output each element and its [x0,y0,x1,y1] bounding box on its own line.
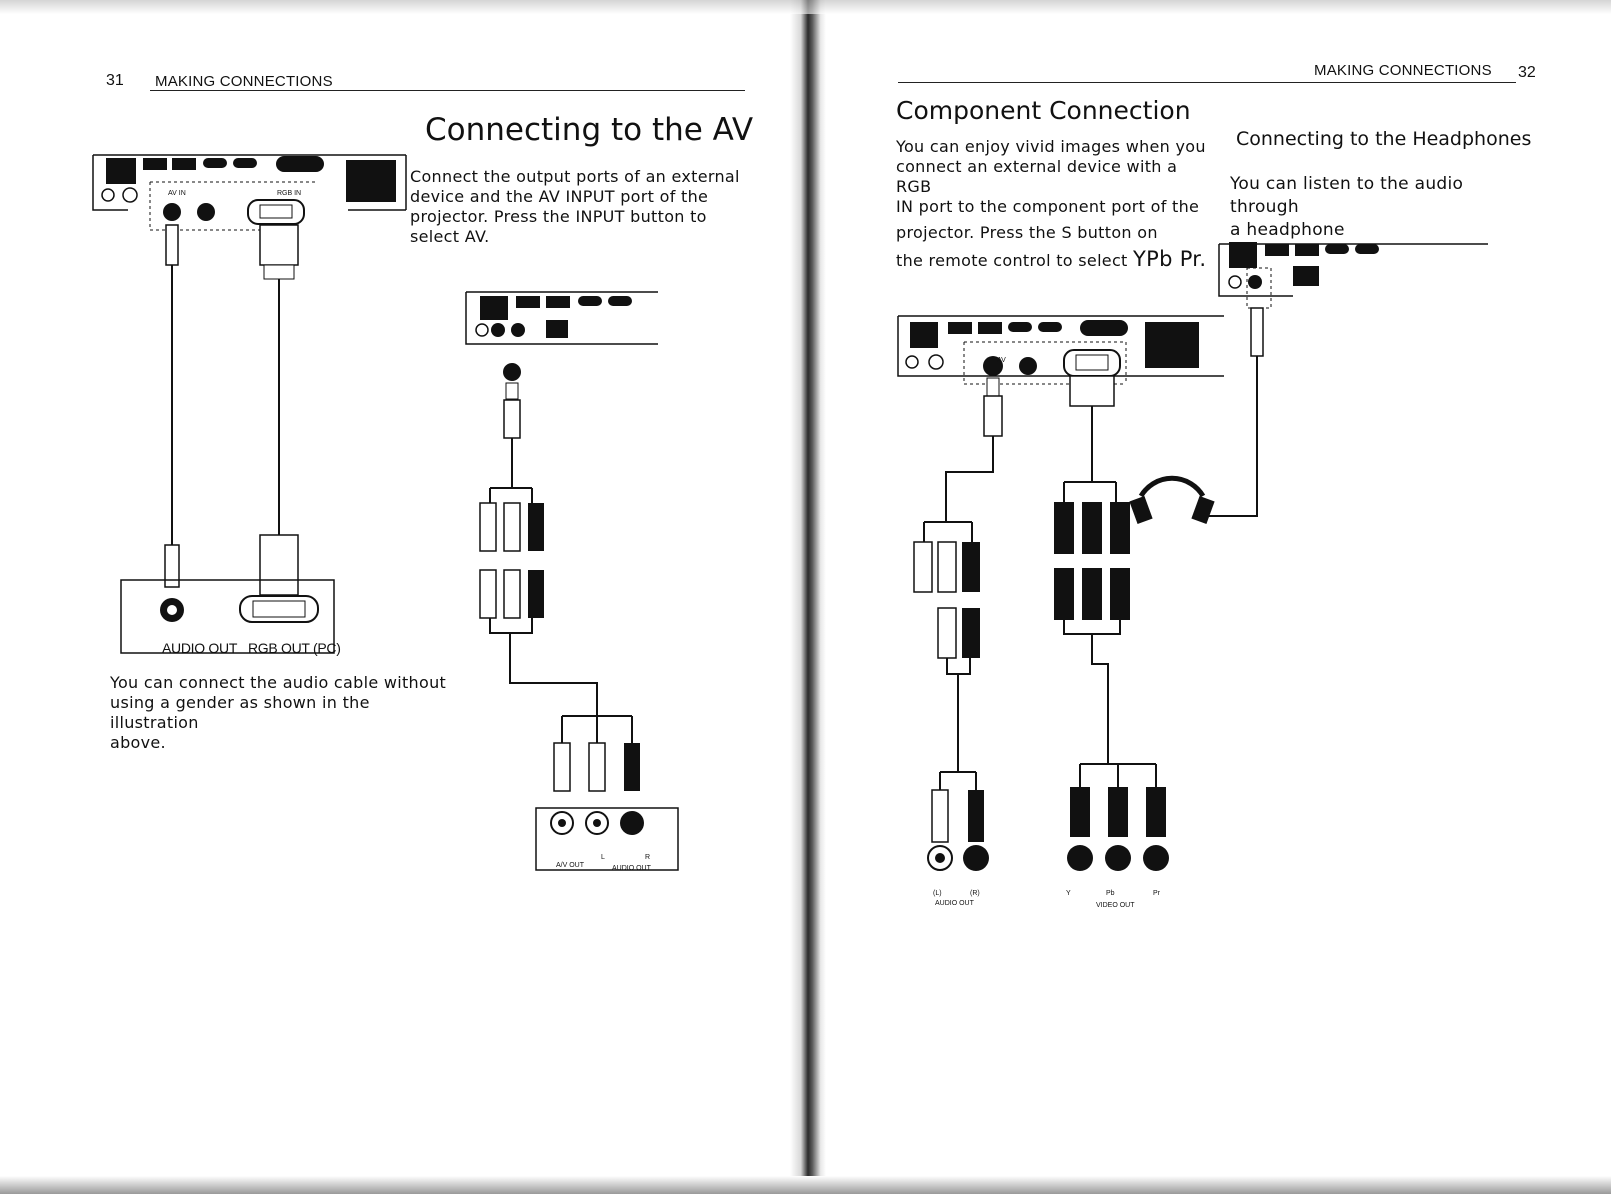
left-page: 31 MAKING CONNECTIONS Connecting to the … [92,72,754,872]
pr-label: Pr [1153,890,1160,897]
r-label: R [645,854,651,861]
headphones-title: Connecting to the Headphones [1236,128,1532,150]
l-paren-label: (L) [933,890,942,897]
component-cable-diagram [897,315,1224,871]
header-rule [150,90,745,91]
audio-out-small-label: AUDIO OUT [612,865,651,872]
av-cable-diagram [465,291,679,871]
section-title: Connecting to the AV [425,112,754,148]
audio-out-label: AUDIO OUT [935,900,974,907]
running-header: MAKING CONNECTIONS [155,73,333,90]
page-number: 32 [1518,64,1536,81]
right-page: MAKING CONNECTIONS 32 Component Connecti… [818,0,1611,1194]
top-shadow [0,0,1611,14]
intro-paragraph: Connect the output ports of an external … [410,167,740,246]
headphones-diagram [1129,242,1488,525]
rgb-in-label: RGB IN [277,190,302,197]
av-label: AV [997,357,1006,364]
projector-panel-diagram [92,154,407,654]
video-out-label: VIDEO OUT [1096,902,1135,909]
page-number: 31 [106,72,124,89]
book-spine-gutter [790,0,826,1194]
note-paragraph: You can connect the audio cable without … [110,673,447,752]
running-header: MAKING CONNECTIONS [1314,62,1492,79]
rgb-out-label: RGB OUT (PC) [248,640,341,656]
bottom-shadow [0,1176,1611,1194]
av-in-label: AV IN [168,190,186,197]
audio-out-label: AUDIO OUT [162,640,238,656]
y-label: Y [1066,890,1071,897]
av-out-label: A/V OUT [556,862,585,869]
l-label: L [601,854,605,861]
component-paragraph: You can enjoy vivid images when you conn… [896,137,1207,271]
component-title: Component Connection [896,96,1191,125]
pb-label: Pb [1106,890,1115,897]
header-rule [898,82,1516,83]
r-paren-label: (R) [970,890,980,897]
headphones-paragraph: You can listen to the audio through a he… [1230,174,1464,240]
